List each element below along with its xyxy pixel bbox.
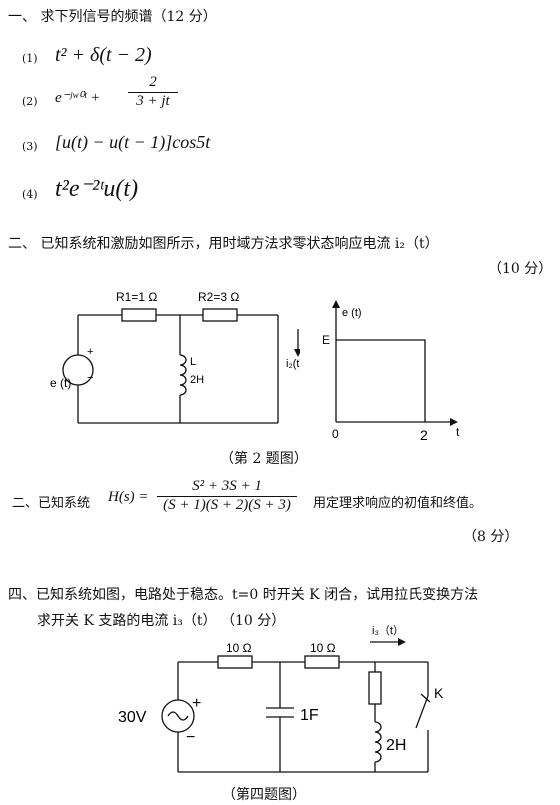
q1-item1-expr: t² + δ(t − 2) [55,44,152,66]
q4-ind-label: 2H [386,737,406,754]
q2-heading: 二、 已知系统和激励如图所示，用时域方法求零状态响应电流 i₂（t） [8,236,439,252]
q4-minus: − [186,729,195,746]
q2-l-label: L [190,356,196,368]
y-axis-arrow-icon [332,300,340,308]
x-axis-arrow-icon [450,418,458,426]
q2-r1-label: R1=1 Ω [116,290,157,304]
q3-fraction: S² + 3S + 1 (S + 1)(S + 2)(S + 3) [157,478,297,514]
q4-cap-label: 1F [300,707,319,724]
q4-line1: 四、已知系统如图，电路处于稳态。t=0 时开关 K 闭合，试用拉氏变换方法 [8,587,479,603]
q4-current-label: i₃（t） [372,624,404,637]
q2-graph-ylabel: e (t) [342,307,362,319]
q2-graph-level: E [322,333,330,347]
q1-item2-expr: e⁻ʲʷ⁰ᵗ + [55,90,101,106]
q2-circuit-diagram: R1=1 Ω R2=3 Ω L 2H e (t) + − i₂(t) [50,290,300,424]
q3-h-label: H(s) = [108,489,149,505]
q1-item3-no: (3) [22,140,38,153]
q3-tail: 用定理求响应的初值和终值。 [313,496,483,511]
q1-item4-no: (4) [22,188,38,201]
q4-caption: （第四题图） [222,787,306,803]
q4-circuit-diagram: 10 Ω 10 Ω 30V + − 1F 2H K i₃（t） [118,624,444,773]
q1-heading: 一、 求下列信号的频谱（12 分） [8,9,217,25]
q2-graph-tick: 2 [420,427,428,443]
q3-numerator: S² + 3S + 1 [157,478,297,497]
q1-item1-no: (1) [22,52,38,65]
q2-r2-label: R2=3 Ω [198,290,239,304]
current-arrow-icon [398,638,406,646]
q1-item4-expr: t²e⁻²ᵗu(t) [55,176,139,202]
q4-switch-label: K [434,685,444,701]
q2-plus: + [87,346,93,358]
q2-l-value: 2H [190,374,204,386]
current-arrow-icon [294,349,300,357]
q1-item3-expr: [u(t) − u(t − 1)]cos5t [55,132,211,152]
q2-excitation-graph: e (t) E 0 2 t [322,300,460,443]
q1-item2-frac: 2 3 + jt [128,74,178,110]
q2-score: （10 分） [488,261,553,277]
q4-plus: + [192,695,201,712]
q1-item2-den: 3 + jt [136,93,170,109]
q4-r1-label: 10 Ω [226,641,252,655]
q4-line2: 求开关 K 支路的电流 i₃（t） （10 分） [37,613,286,629]
q2-current-label: i₂(t) [286,358,300,370]
q2-minus: − [87,372,93,384]
q2-caption: （第 2 题图） [220,451,308,467]
q3-denominator: (S + 1)(S + 2)(S + 3) [163,497,291,513]
q3-lead: 二、已知系统 [12,496,91,511]
q2-source-label: e (t) [50,376,71,390]
q2-graph-origin: 0 [332,427,339,441]
q1-item2-no: (2) [22,95,38,108]
q1-item2-num: 2 [128,74,178,93]
q2-graph-xlabel: t [456,425,460,439]
q4-source-label: 30V [118,709,147,726]
q3-score: （8 分） [463,529,519,545]
q4-r2-label: 10 Ω [310,641,336,655]
